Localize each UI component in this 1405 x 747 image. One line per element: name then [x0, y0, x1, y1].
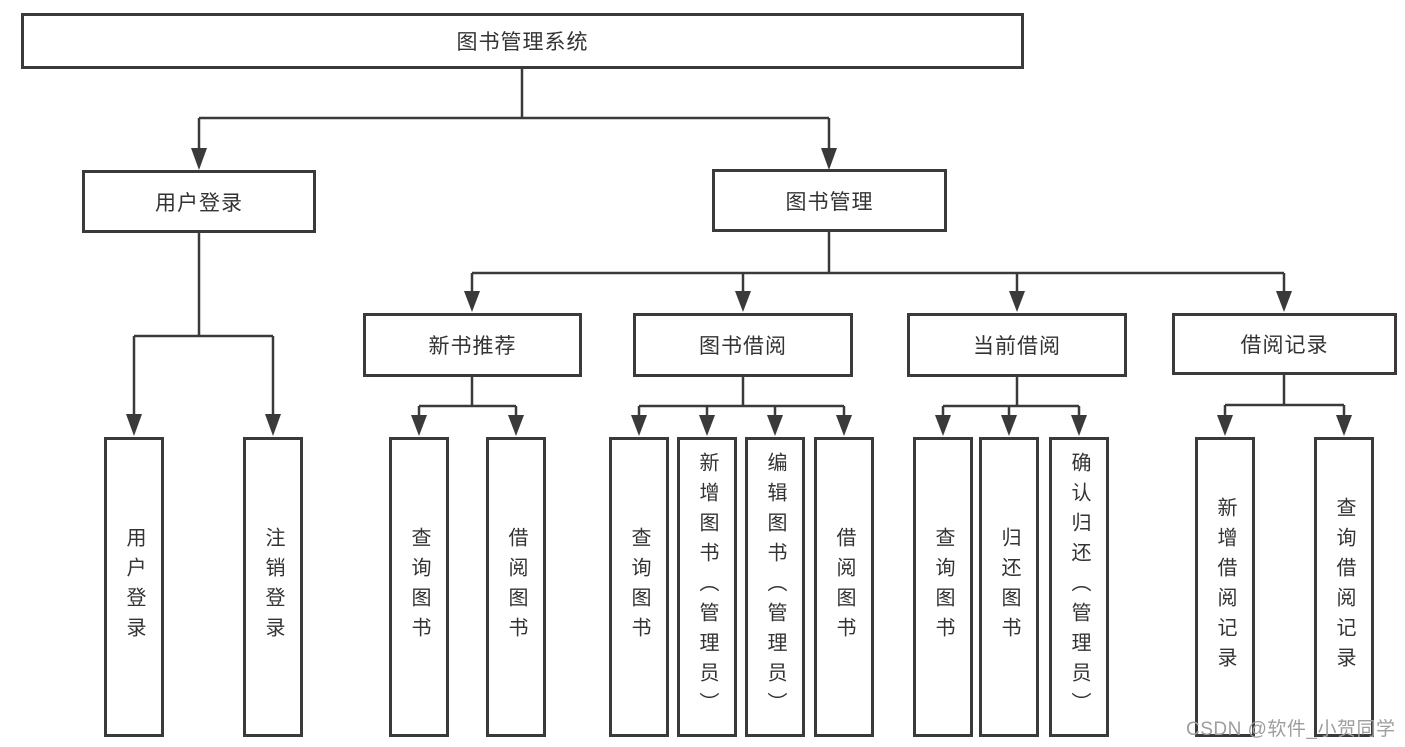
leaf-label: 编辑图书（管理员） — [764, 452, 786, 722]
leaf-label: 查询图书 — [408, 527, 430, 647]
leaf-label: 新增图书（管理员） — [696, 452, 718, 722]
leaf-label: 确认归还（管理员） — [1068, 452, 1090, 722]
leaf-label: 查询借阅记录 — [1333, 497, 1355, 677]
arrowhead-icons — [126, 148, 1352, 436]
leaf-label: 查询图书 — [628, 527, 650, 647]
node-new-book-recommendation: 新书推荐 — [363, 313, 582, 377]
node-user-login: 用户登录 — [82, 170, 316, 233]
leaf-borrow-add-book-admin: 新增图书（管理员） — [677, 437, 737, 737]
leaf-record-query-borrow-record: 查询借阅记录 — [1314, 437, 1374, 737]
leaf-label: 注销登录 — [262, 527, 284, 647]
node-current-borrowing: 当前借阅 — [907, 313, 1127, 377]
leaf-newbook-borrow-book: 借阅图书 — [486, 437, 546, 737]
leaf-borrow-edit-book-admin: 编辑图书（管理员） — [745, 437, 805, 737]
leaf-label: 借阅图书 — [505, 527, 527, 647]
node-book-borrowing: 图书借阅 — [633, 313, 853, 377]
leaf-current-query-book: 查询图书 — [913, 437, 973, 737]
leaf-label: 借阅图书 — [833, 527, 855, 647]
leaf-borrow-query-book: 查询图书 — [609, 437, 669, 737]
leaf-user-login: 用户登录 — [104, 437, 164, 737]
leaf-label: 用户登录 — [123, 527, 145, 647]
leaf-newbook-query-book: 查询图书 — [389, 437, 449, 737]
leaf-record-add-borrow-record: 新增借阅记录 — [1195, 437, 1255, 737]
leaf-label: 查询图书 — [932, 527, 954, 647]
leaf-current-confirm-return-admin: 确认归还（管理员） — [1049, 437, 1109, 737]
leaf-label: 新增借阅记录 — [1214, 497, 1236, 677]
leaf-logout: 注销登录 — [243, 437, 303, 737]
node-root-library-system: 图书管理系统 — [21, 13, 1024, 69]
leaf-label: 归还图书 — [998, 527, 1020, 647]
watermark: CSDN @软件_小贺同学 — [1186, 719, 1396, 740]
node-borrowing-records: 借阅记录 — [1172, 313, 1397, 375]
node-book-management: 图书管理 — [712, 169, 947, 232]
leaf-borrow-borrow-book: 借阅图书 — [814, 437, 874, 737]
leaf-current-return-book: 归还图书 — [979, 437, 1039, 737]
